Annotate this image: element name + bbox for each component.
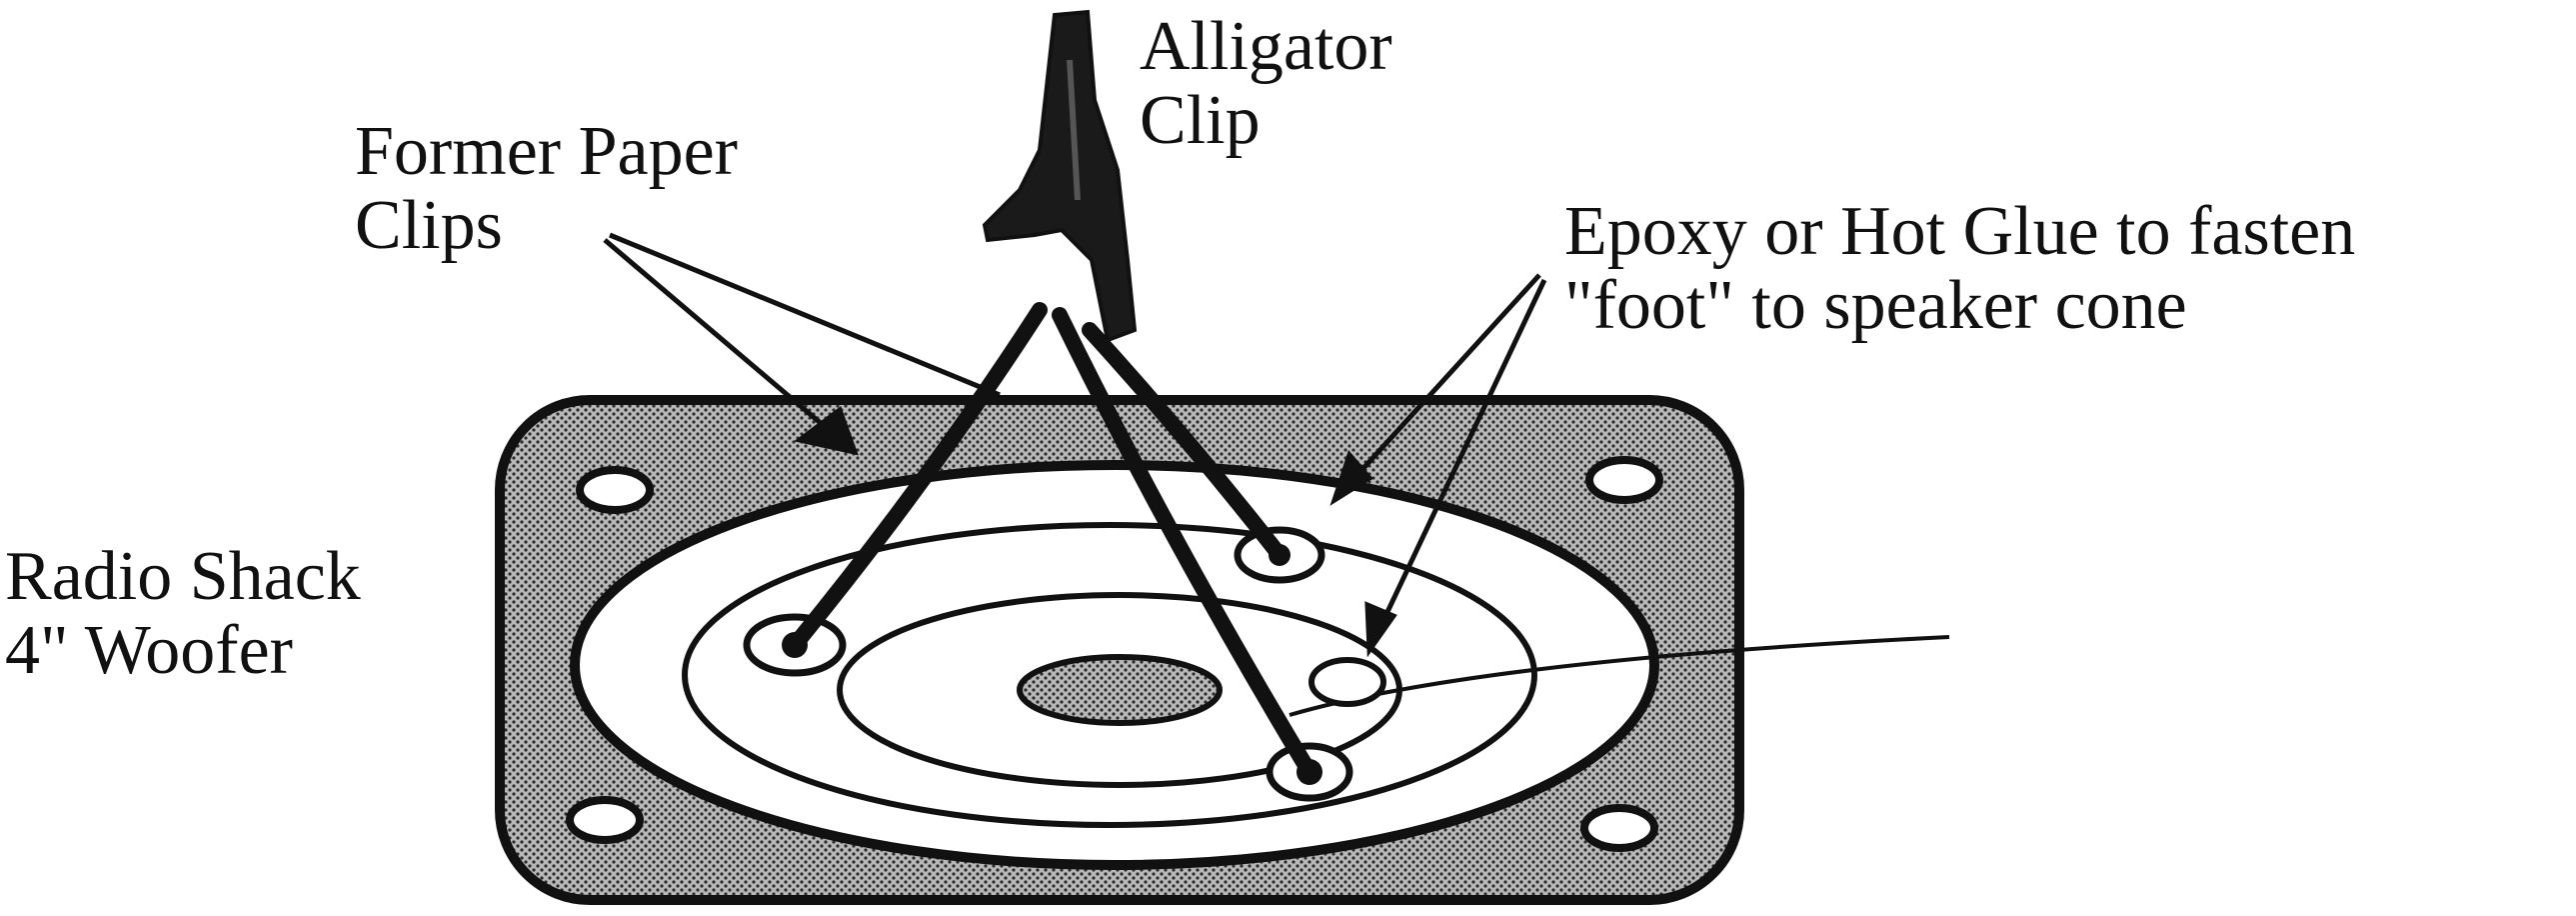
alligator-clip-label: Alligator Clip <box>1140 8 1392 159</box>
paper-clip-foot-tips <box>782 544 1322 785</box>
leader-lines-glue <box>1329 273 1547 658</box>
epoxy-glue-label: Epoxy or Hot Glue to fasten "foot" to sp… <box>1564 193 2356 344</box>
former-paper-clips-label: Former Paper Clips <box>355 113 738 264</box>
leader-lines-paper-clips <box>603 232 1001 456</box>
mounting-hole-bottom-right <box>1580 804 1658 852</box>
alligator-clip-icon <box>982 9 1138 343</box>
dust-cap <box>1017 654 1223 726</box>
paper-clip-legs <box>787 302 1317 780</box>
mounting-hole-top-left <box>576 466 654 514</box>
woofer-label: Radio Shack 4" Woofer <box>5 538 361 689</box>
mounting-hole-bottom-left <box>566 796 644 844</box>
glue-foot-right <box>1308 657 1386 707</box>
mounting-hole-top-right <box>1585 456 1663 504</box>
speaker-cone-middle <box>682 522 1537 828</box>
